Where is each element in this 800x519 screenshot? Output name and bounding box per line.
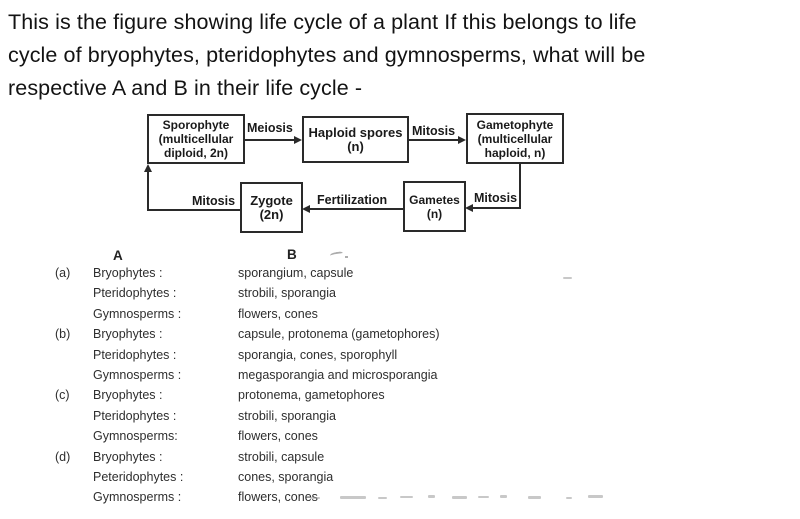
option-b-value: sporangia, cones, sporophyll (238, 347, 398, 362)
scan-artifact (329, 251, 344, 258)
box-haploid-spores: Haploid spores (n) (302, 116, 409, 163)
arrow-meiosis-line (245, 139, 295, 141)
option-row: Pteridophytes : sporangia, cones, sporop… (55, 345, 775, 365)
scan-artifact (340, 496, 366, 499)
scan-artifact (528, 496, 541, 499)
option-row: (d) Bryophytes : strobili, capsule (55, 447, 775, 467)
line-zygote-left (147, 209, 240, 211)
label-mitosis-left: Mitosis (192, 194, 236, 208)
option-b-value: sporangium, capsule (238, 266, 354, 280)
option-a-label: Pteridophytes : (93, 286, 177, 301)
option-row: Peteridophytes : cones, sporangia (55, 467, 775, 487)
option-a-label: Peteridophytes : (93, 470, 184, 485)
option-letter: (a) (55, 266, 71, 280)
scan-artifact (428, 495, 435, 498)
option-row: Gymnosperms: flowers, cones (55, 426, 775, 446)
option-b-value: flowers, cones (238, 490, 318, 505)
option-row: Gymnosperms : flowers, cones (55, 487, 775, 507)
option-letter: (d) (55, 449, 71, 464)
option-a-label: Bryophytes : (93, 266, 163, 280)
scan-artifact (345, 256, 348, 258)
arrowhead-right-icon (458, 136, 466, 144)
question-text: This is the figure showing life cycle of… (8, 6, 792, 105)
question-line: This is the figure showing life cycle of… (8, 10, 637, 34)
scan-artifact (588, 495, 603, 498)
label-fertilization: Fertilization (317, 193, 388, 207)
option-row: (b) Bryophytes : capsule, protonema (gam… (55, 324, 775, 344)
scan-artifact (452, 496, 467, 499)
arrow-fertilization-line (309, 208, 403, 210)
box-zygote: Zygote (2n) (240, 182, 303, 233)
question-line: respective A and B in their life cycle - (8, 76, 363, 100)
option-a-label: Gymnosperms : (93, 490, 182, 505)
scan-artifact (563, 277, 572, 279)
option-b-value: capsule, protonema (gametophores) (238, 327, 440, 342)
box-gametes: Gametes (n) (403, 181, 466, 232)
option-row: (c) Bryophytes : protonema, gametophores (55, 385, 775, 405)
option-row: Pteridophytes : strobili, sporangia (55, 283, 775, 303)
option-letter: (b) (55, 327, 71, 342)
options-table: (a) Bryophytes : sporangium, capsule Pte… (55, 263, 775, 508)
box-sporophyte: Sporophyte (multicellular diploid, 2n) (147, 114, 245, 164)
arrow-mitosis-top-line (409, 139, 459, 141)
label-meiosis: Meiosis (247, 121, 293, 135)
arrowhead-right-icon (294, 136, 302, 144)
scan-artifact (400, 496, 413, 498)
arrowhead-up-icon (144, 164, 152, 172)
option-b-value: strobili, sporangia (238, 408, 336, 423)
option-b-value: strobili, capsule (238, 449, 325, 464)
option-a-label: Bryophytes : (93, 449, 163, 464)
option-a-label: Pteridophytes : (93, 408, 177, 423)
line-gametophyte-down (519, 164, 521, 208)
option-b-value: protonema, gametophores (238, 388, 385, 403)
arrowhead-left-icon (302, 205, 310, 213)
column-header-b: B (287, 247, 297, 262)
option-row: Pteridophytes : strobili, sporangia (55, 406, 775, 426)
option-b-value: strobili, sporangia (238, 286, 336, 301)
arrow-mitosis-right-line (472, 207, 521, 209)
scan-artifact (478, 496, 489, 498)
option-b-value: megasporangia and microsporangia (238, 368, 438, 383)
arrowhead-left-icon (465, 204, 473, 212)
scan-artifact (310, 497, 320, 499)
box-gametophyte: Gametophyte (multicellular haploid, n) (466, 113, 564, 164)
option-row: Gymnosperms : flowers, cones (55, 304, 775, 324)
option-a-label: Pteridophytes : (93, 347, 177, 362)
option-a-label: Gymnosperms: (93, 429, 178, 444)
option-b-value: cones, sporangia (238, 470, 334, 485)
option-letter: (c) (55, 388, 70, 403)
option-b-value: flowers, cones (238, 429, 318, 444)
scan-artifact (378, 497, 387, 499)
line-up-to-sporophyte (147, 171, 149, 211)
option-b-value: flowers, cones (238, 306, 318, 321)
scan-artifact (500, 495, 507, 498)
label-mitosis-right: Mitosis (474, 191, 518, 205)
option-a-label: Bryophytes : (93, 327, 163, 342)
option-row: Gymnosperms : megasporangia and microspo… (55, 365, 775, 385)
option-a-label: Gymnosperms : (93, 306, 182, 321)
option-a-label: Bryophytes : (93, 388, 163, 403)
question-line: cycle of bryophytes, pteridophytes and g… (8, 43, 646, 67)
option-a-label: Gymnosperms : (93, 368, 182, 383)
scan-artifact (566, 497, 572, 499)
label-mitosis-top: Mitosis (412, 124, 456, 138)
option-row: (a) Bryophytes : sporangium, capsule (55, 263, 775, 283)
column-header-a: A (113, 248, 123, 263)
